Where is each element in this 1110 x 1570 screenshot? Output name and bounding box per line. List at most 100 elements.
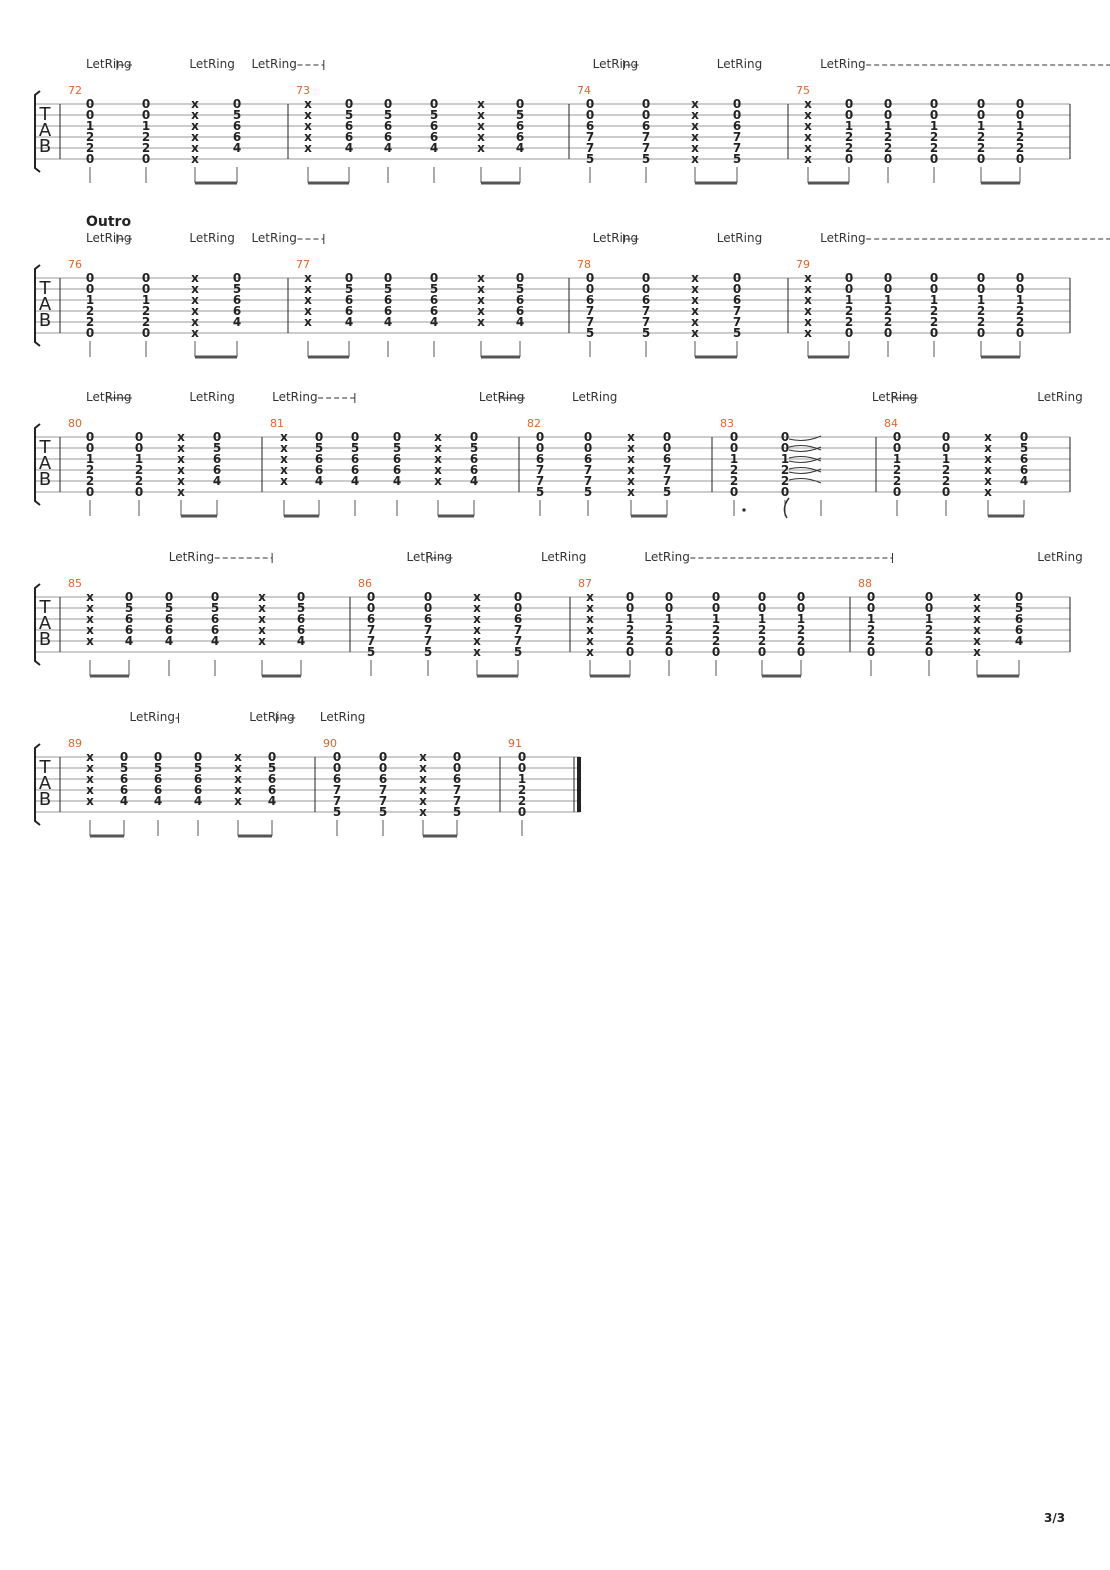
fret-number: 0 <box>453 761 461 775</box>
fret-number: 0 <box>142 152 150 166</box>
fret-number: x <box>984 485 992 499</box>
fret-number: x <box>586 601 594 615</box>
fret-number: x <box>473 612 481 626</box>
fret-number: x <box>691 97 699 111</box>
fret-number: 2 <box>884 315 892 329</box>
let-ring-label: LetRing <box>251 57 296 71</box>
let-ring-label: LetRing <box>820 231 865 245</box>
fret-number: 2 <box>86 130 94 144</box>
fret-number: x <box>477 293 485 307</box>
fret-number: 2 <box>925 634 933 648</box>
fret-number: 7 <box>663 463 671 477</box>
arpeggio-tie <box>788 456 822 462</box>
fret-number: x <box>691 141 699 155</box>
fret-number: x <box>419 772 427 786</box>
fret-number: 0 <box>384 97 392 111</box>
fret-number: x <box>191 97 199 111</box>
let-ring-label: LetRing <box>593 57 638 71</box>
fret-number: x <box>586 645 594 659</box>
fret-number: x <box>691 326 699 340</box>
fret-number: 2 <box>142 304 150 318</box>
fret-number: 4 <box>315 474 323 488</box>
fret-number: x <box>477 141 485 155</box>
fret-number: 6 <box>516 130 524 144</box>
fret-number: 0 <box>125 590 133 604</box>
tab-clef-letter: B <box>39 310 51 331</box>
system-bracket <box>34 583 41 666</box>
fret-number: 4 <box>297 634 305 648</box>
fret-number: 2 <box>977 141 985 155</box>
fret-number: 2 <box>135 463 143 477</box>
fret-number: 2 <box>518 783 526 797</box>
fret-number: x <box>86 761 94 775</box>
fret-number: 0 <box>977 152 985 166</box>
fret-number: 2 <box>135 474 143 488</box>
fret-number: 0 <box>453 750 461 764</box>
fret-number: 2 <box>977 304 985 318</box>
fret-number: 6 <box>345 119 353 133</box>
fret-number: x <box>477 304 485 318</box>
fret-number: 0 <box>977 326 985 340</box>
fret-number: 1 <box>781 452 789 466</box>
arpeggio-tie <box>788 468 822 474</box>
measure-number: 80 <box>68 417 82 430</box>
fret-number: 0 <box>977 271 985 285</box>
fret-number: 0 <box>730 430 738 444</box>
fret-number: 7 <box>379 783 387 797</box>
fret-number: 7 <box>367 623 375 637</box>
fret-number: 0 <box>930 108 938 122</box>
fret-number: x <box>691 293 699 307</box>
fret-number: 4 <box>351 474 359 488</box>
fret-number: 6 <box>165 623 173 637</box>
fret-number: 4 <box>1020 474 1028 488</box>
rhythm-dot <box>742 508 746 512</box>
fret-number: 1 <box>142 293 150 307</box>
fret-number: 2 <box>893 463 901 477</box>
fret-number: 6 <box>367 612 375 626</box>
fret-number: 0 <box>925 590 933 604</box>
fret-number: 6 <box>345 130 353 144</box>
fret-number: 2 <box>977 315 985 329</box>
fret-number: x <box>191 326 199 340</box>
tab-clef-letter: B <box>39 136 51 157</box>
fret-number: 5 <box>516 108 524 122</box>
fret-number: x <box>258 590 266 604</box>
fret-number: 4 <box>213 474 221 488</box>
fret-number: 0 <box>120 750 128 764</box>
fret-number: 0 <box>430 97 438 111</box>
fret-number: x <box>691 315 699 329</box>
fret-number: 1 <box>142 119 150 133</box>
fret-number: x <box>477 130 485 144</box>
fret-number: x <box>973 634 981 648</box>
fret-number: x <box>804 97 812 111</box>
fret-number: x <box>586 590 594 604</box>
fret-number: 0 <box>942 441 950 455</box>
fret-number: 5 <box>733 152 741 166</box>
fret-number: 0 <box>867 601 875 615</box>
fret-number: x <box>280 452 288 466</box>
system-bracket <box>34 264 41 347</box>
fret-number: x <box>191 271 199 285</box>
fret-number: 5 <box>586 326 594 340</box>
tab-clef-letter: A <box>39 613 52 634</box>
fret-number: 0 <box>930 97 938 111</box>
fret-number: 0 <box>733 97 741 111</box>
fret-number: 2 <box>712 634 720 648</box>
fret-number: 5 <box>733 326 741 340</box>
fret-number: 0 <box>315 430 323 444</box>
fret-number: x <box>191 282 199 296</box>
fret-number: x <box>280 441 288 455</box>
measure-number: 87 <box>578 577 592 590</box>
fret-number: 0 <box>845 108 853 122</box>
fret-number: 4 <box>233 315 241 329</box>
fret-number: x <box>177 441 185 455</box>
fret-number: 5 <box>297 601 305 615</box>
fret-number: x <box>973 612 981 626</box>
fret-number: x <box>627 485 635 499</box>
fret-number: 2 <box>626 634 634 648</box>
fret-number: 0 <box>518 750 526 764</box>
fret-number: 0 <box>86 441 94 455</box>
fret-number: 1 <box>758 612 766 626</box>
